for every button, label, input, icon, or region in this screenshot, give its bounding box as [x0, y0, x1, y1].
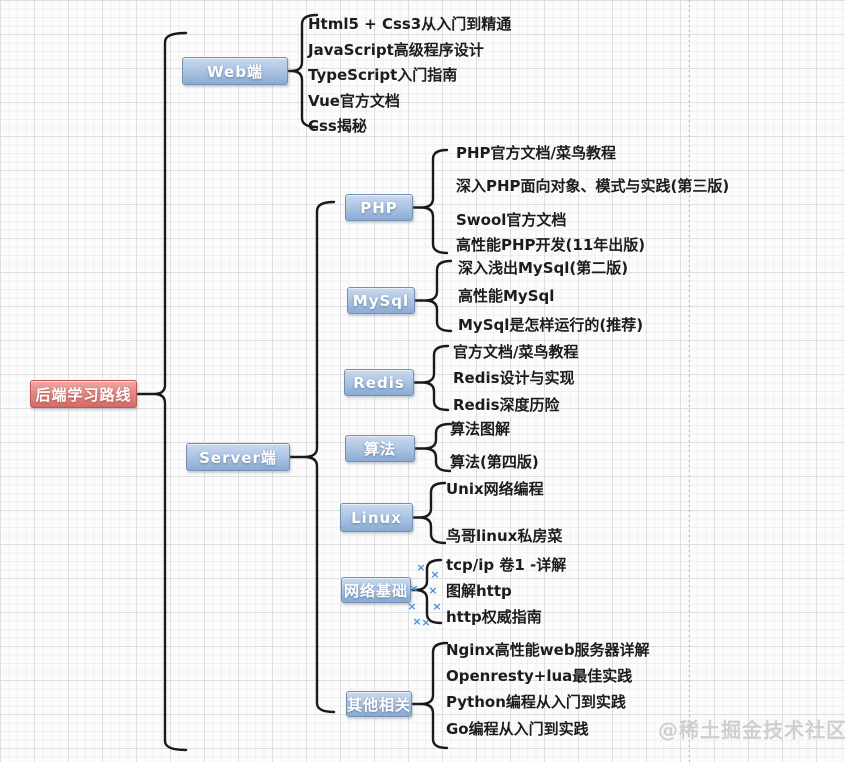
leaf-item[interactable]: TypeScript入门指南	[308, 66, 458, 84]
leaf-item[interactable]: 鸟哥linux私房菜	[446, 527, 563, 545]
brace-linux	[411, 481, 447, 545]
brace-redis	[412, 344, 450, 412]
leaf-item[interactable]: 官方文档/菜鸟教程	[453, 343, 579, 361]
leaf-item[interactable]: Go编程从入门到实践	[446, 720, 589, 738]
leaf-item[interactable]: 算法图解	[450, 420, 511, 438]
leaf-item[interactable]: Redis设计与实现	[453, 369, 575, 387]
leaf-item[interactable]: 高性能MySql	[458, 287, 555, 305]
node-qita[interactable]: 其他相关	[346, 691, 412, 717]
anchor-x-icon: ×	[409, 582, 419, 595]
watermark: @稀土掘金技术社区	[658, 718, 845, 742]
node-wangluo[interactable]: 网络基础	[341, 577, 411, 603]
node-suanfa[interactable]: 算法	[345, 435, 415, 462]
leaf-item[interactable]: 图解http	[446, 582, 512, 600]
leaf-item[interactable]: 深入浅出MySql(第二版)	[458, 259, 629, 277]
anchor-x-icon: ×	[428, 584, 438, 597]
leaf-item[interactable]: Nginx高性能web服务器详解	[446, 641, 650, 659]
brace-mysql	[413, 259, 453, 333]
leaf-item[interactable]: Python编程从入门到实践	[446, 693, 626, 711]
brace-wangluo	[409, 558, 443, 625]
brace-root	[135, 31, 188, 752]
leaf-item[interactable]: tcp/ip 卷1 -详解	[446, 556, 567, 574]
brace-suanfa	[413, 422, 452, 473]
node-mysql[interactable]: MySql	[347, 287, 415, 314]
brace-server	[288, 200, 336, 714]
brace-qita	[410, 641, 449, 750]
node-server[interactable]: Server端	[186, 443, 290, 471]
leaf-item[interactable]: Redis深度历险	[453, 396, 560, 414]
leaf-item[interactable]: Vue官方文档	[308, 92, 400, 110]
brace-php	[411, 148, 449, 255]
leaf-item[interactable]: Openresty+lua最佳实践	[446, 667, 633, 685]
anchor-x-icon: ×	[432, 600, 442, 613]
leaf-item[interactable]: Html5 + Css3从入门到精通	[308, 15, 512, 33]
node-php[interactable]: PHP	[345, 194, 413, 221]
leaf-item[interactable]: MySql是怎样运行的(推荐)	[458, 316, 644, 334]
leaf-item[interactable]: 深入PHP面向对象、模式与实践(第三版)	[456, 177, 730, 195]
leaf-item[interactable]: 算法(第四版)	[450, 453, 539, 471]
node-web[interactable]: Web端	[182, 57, 288, 85]
anchor-x-icon: ×	[430, 568, 440, 581]
leaf-item[interactable]: http权威指南	[446, 608, 542, 626]
node-root[interactable]: 后端学习路线	[30, 380, 137, 408]
anchor-x-icon: ×	[407, 600, 417, 613]
leaf-item[interactable]: PHP官方文档/菜鸟教程	[456, 144, 617, 162]
anchor-x-icon: ×	[412, 615, 422, 628]
anchor-x-icon: ×	[421, 616, 431, 629]
anchor-x-icon: ×	[416, 561, 426, 574]
leaf-item[interactable]: JavaScript高级程序设计	[308, 41, 484, 59]
leaf-item[interactable]: Unix网络编程	[446, 480, 544, 498]
node-linux[interactable]: Linux	[340, 503, 413, 532]
leaf-item[interactable]: Css揭秘	[308, 117, 367, 135]
node-redis[interactable]: Redis	[344, 369, 414, 396]
brace-web	[286, 13, 319, 129]
leaf-item[interactable]: 高性能PHP开发(11年出版)	[456, 236, 646, 254]
leaf-item[interactable]: Swool官方文档	[456, 211, 567, 229]
